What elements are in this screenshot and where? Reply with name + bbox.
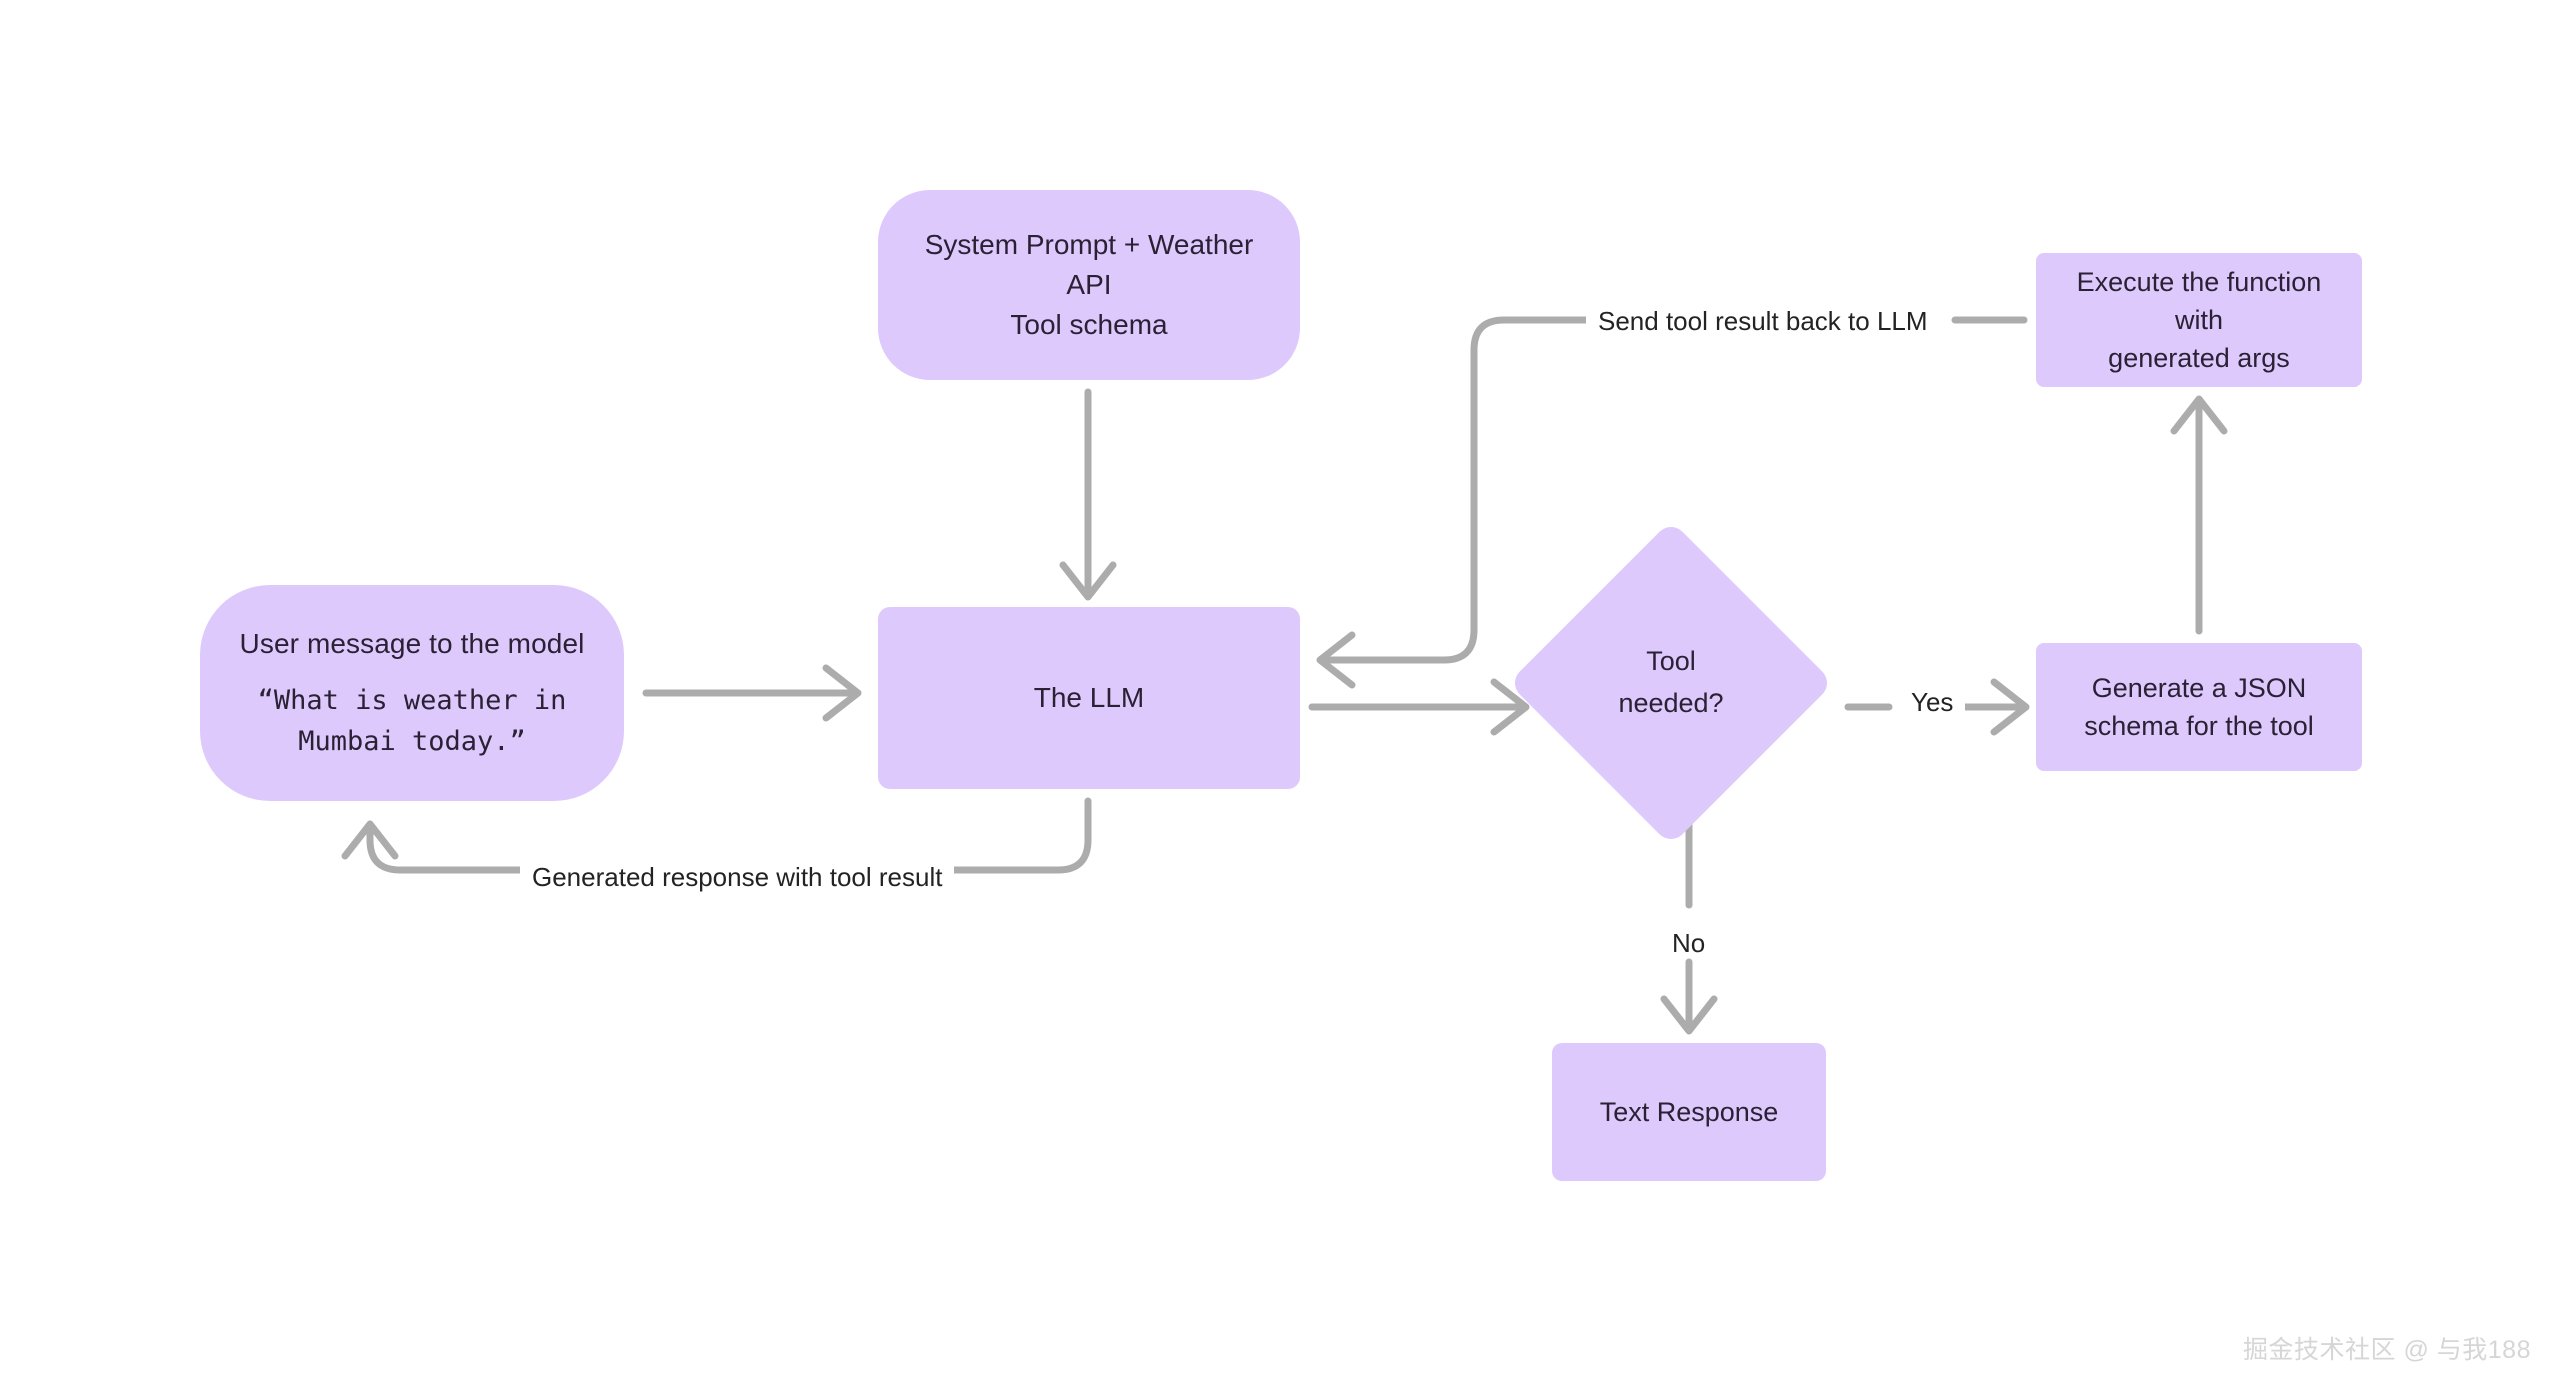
node-execute-function-line2: generated args xyxy=(2108,343,2290,374)
node-execute-function-line1: Execute the function with xyxy=(2076,266,2322,335)
node-llm-label: The LLM xyxy=(1033,682,1145,714)
node-system-prompt-line2: Tool schema xyxy=(1010,308,1168,340)
edge-system-to-llm xyxy=(1059,388,1117,601)
node-generate-schema-line1: Generate a JSON xyxy=(2091,672,2307,703)
edge-label-yes: Yes xyxy=(1899,689,1966,715)
node-execute-function[interactable]: Execute the function with generated args xyxy=(2036,253,2362,387)
node-tool-needed[interactable]: Tool needed? xyxy=(1508,520,1834,846)
edge-execute-to-llm xyxy=(1316,316,2028,689)
watermark: 掘金技术社区 @ 与我188 xyxy=(2243,1336,2531,1364)
edge-label-no: No xyxy=(1660,930,1718,956)
edge-user-to-llm xyxy=(642,664,862,722)
node-user-message-quote: “What is weather in Mumbai today.” xyxy=(257,685,567,757)
node-text-response[interactable]: Text Response xyxy=(1552,1043,1826,1181)
node-llm[interactable]: The LLM xyxy=(878,607,1300,789)
edge-schema-to-execute xyxy=(2170,395,2228,635)
edge-decision-no xyxy=(1660,806,1718,1035)
node-system-prompt[interactable]: System Prompt + Weather API Tool schema xyxy=(878,190,1300,380)
node-user-message-title: User message to the model xyxy=(239,627,585,659)
edge-llm-to-decision xyxy=(1308,678,1530,736)
edge-label-generated-response: Generated response with tool result xyxy=(520,864,955,890)
node-system-prompt-line1: System Prompt + Weather API xyxy=(924,229,1254,301)
edge-decision-yes xyxy=(1844,678,2030,736)
node-text-response-label: Text Response xyxy=(1599,1096,1779,1127)
node-tool-needed-label: Tool needed? xyxy=(1556,568,1786,798)
node-generate-schema-line2: schema for the tool xyxy=(2084,711,2314,741)
node-user-message[interactable]: User message to the model “What is weath… xyxy=(200,585,624,801)
edge-label-send-tool-result: Send tool result back to LLM xyxy=(1586,308,1940,334)
node-generate-schema[interactable]: Generate a JSON schema for the tool xyxy=(2036,643,2362,771)
edge-llm-to-user xyxy=(341,797,1092,874)
node-tool-needed-line2: needed? xyxy=(1618,688,1724,718)
node-tool-needed-line1: Tool xyxy=(1646,646,1696,677)
